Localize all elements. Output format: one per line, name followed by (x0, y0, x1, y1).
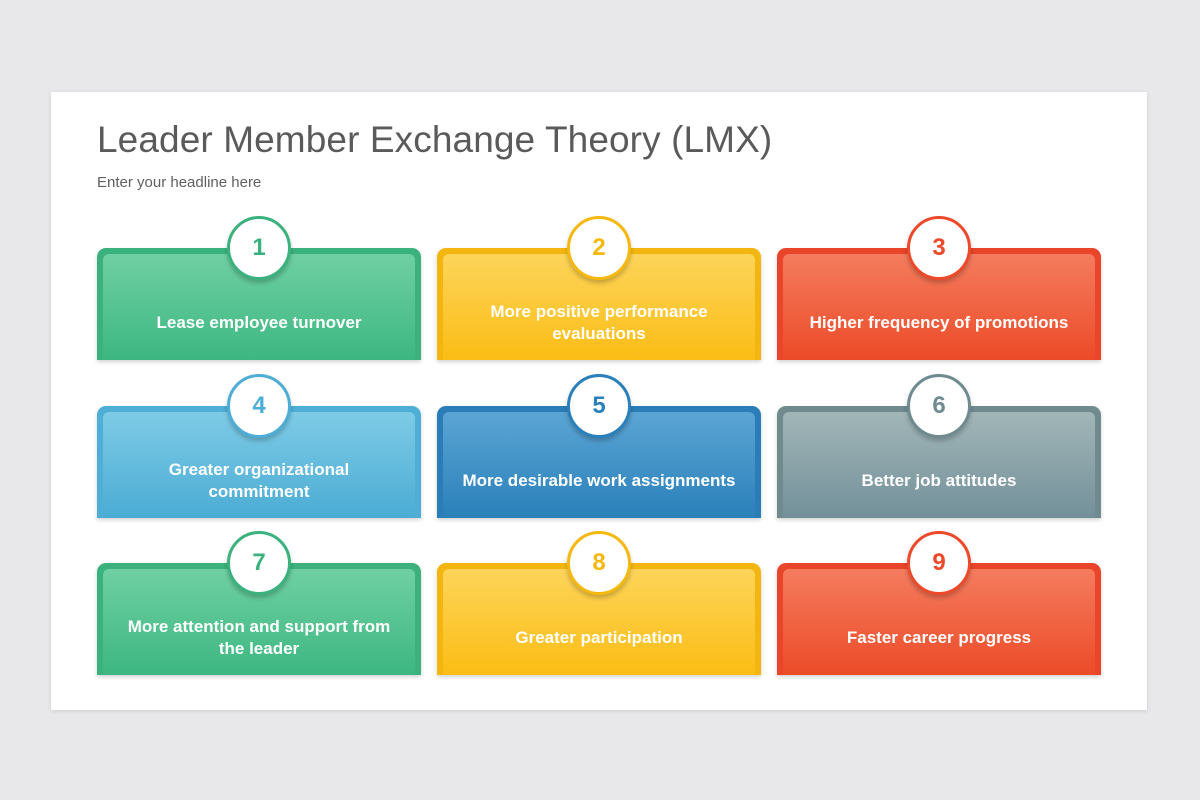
card-6: 6 Better job attitudes (777, 374, 1101, 518)
slide: Leader Member Exchange Theory (LMX) Ente… (51, 92, 1147, 710)
card-2: 2 More positive performance evaluations (437, 216, 761, 360)
card-9: 9 Faster career progress (777, 531, 1101, 675)
card-2-number-badge: 2 (567, 216, 631, 280)
slide-subtitle: Enter your headline here (97, 174, 262, 191)
card-8: 8 Greater participation (437, 531, 761, 675)
card-2-text: More positive performance evaluations (490, 302, 708, 343)
card-1: 1 Lease employee turnover (97, 216, 421, 360)
card-1-text: Lease employee turnover (156, 313, 362, 332)
card-8-text: Greater participation (515, 628, 683, 647)
card-6-text: Better job attitudes (861, 471, 1017, 490)
card-6-number-badge: 6 (907, 374, 971, 438)
card-7: 7 More attention and support from the le… (97, 531, 421, 675)
card-7-number-badge: 7 (227, 531, 291, 595)
card-4-text: Greater organizational commitment (168, 460, 350, 501)
card-3-number-badge: 3 (907, 216, 971, 280)
card-1-number-badge: 1 (227, 216, 291, 280)
card-9-number-badge: 9 (907, 531, 971, 595)
card-3-text: Higher frequency of promotions (809, 313, 1069, 332)
card-4-number-badge: 4 (227, 374, 291, 438)
card-8-number-badge: 8 (567, 531, 631, 595)
card-3: 3 Higher frequency of promotions (777, 216, 1101, 360)
slide-title: Leader Member Exchange Theory (LMX) (97, 119, 773, 160)
card-5: 5 More desirable work assignments (437, 374, 761, 518)
card-5-text: More desirable work assignments (462, 471, 736, 490)
card-7-text: More attention and support from the lead… (127, 617, 391, 658)
card-4: 4 Greater organizational commitment (97, 374, 421, 518)
card-9-text: Faster career progress (846, 628, 1032, 647)
card-5-number-badge: 5 (567, 374, 631, 438)
